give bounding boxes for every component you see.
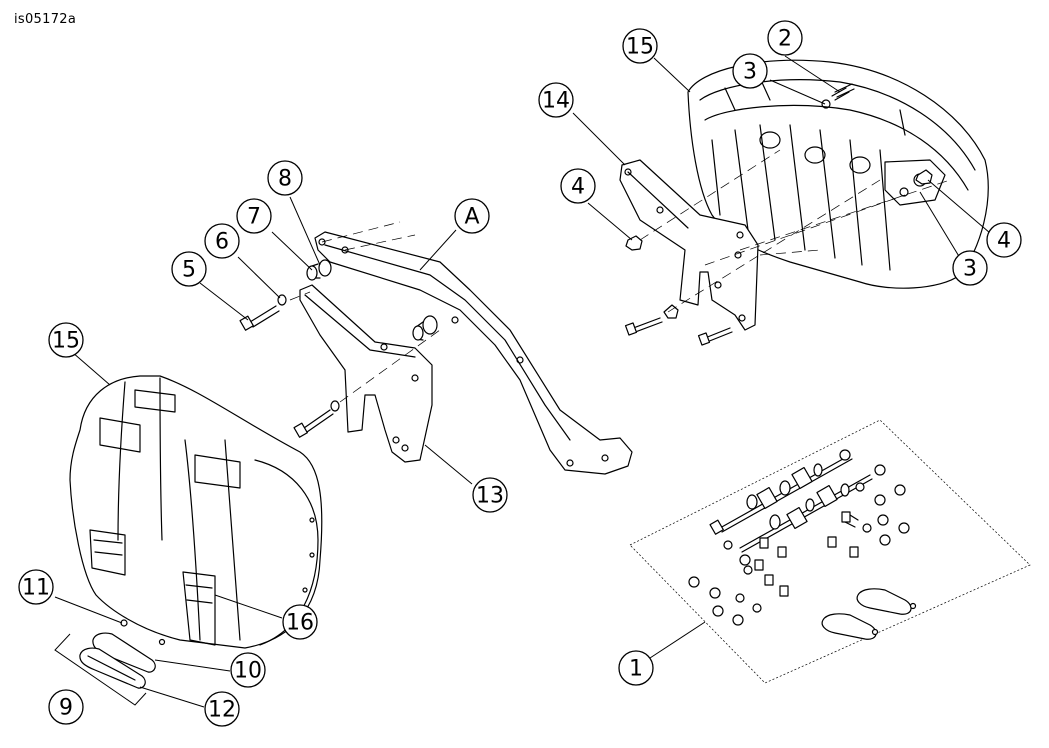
parts-kit-1	[629, 419, 1031, 684]
alignment-lines-left	[289, 221, 441, 403]
svg-text:6: 6	[215, 230, 229, 255]
callout-1: 1	[618, 650, 654, 686]
callout-16: 16	[282, 604, 318, 640]
fasteners-right	[624, 83, 933, 346]
saddlebag-left-view	[69, 375, 323, 649]
svg-text:14: 14	[542, 89, 570, 114]
callout-7: 7	[236, 198, 272, 234]
callout-11: 11	[18, 569, 54, 605]
svg-text:10: 10	[234, 659, 262, 684]
saddlebag-right-view	[687, 59, 989, 289]
svg-text:15: 15	[52, 329, 80, 354]
svg-text:15: 15	[626, 35, 654, 60]
svg-text:A: A	[464, 205, 479, 230]
alignment-lines-right	[639, 149, 951, 313]
bracket-a	[314, 231, 633, 475]
svg-text:13: 13	[476, 484, 504, 509]
svg-text:4: 4	[571, 175, 585, 200]
callout-a: A	[454, 198, 490, 234]
callout-4-right: 4	[986, 222, 1022, 258]
svg-text:2: 2	[778, 27, 792, 52]
callout-5: 5	[171, 251, 207, 287]
svg-text:9: 9	[59, 696, 73, 721]
callout-6: 6	[204, 223, 240, 259]
figure-id-label: is05172a	[14, 12, 77, 27]
svg-text:12: 12	[208, 698, 236, 723]
svg-text:4: 4	[997, 229, 1011, 254]
callout-2: 2	[767, 20, 803, 56]
callout-10: 10	[230, 652, 266, 688]
callout-8: 8	[267, 160, 303, 196]
callout-15-left: 15	[48, 322, 84, 358]
callout-13: 13	[472, 477, 508, 513]
svg-text:1: 1	[629, 657, 643, 682]
leader-lines	[54, 55, 991, 708]
callout-9: 9	[48, 689, 84, 725]
callout-12: 12	[204, 691, 240, 727]
svg-text:7: 7	[247, 205, 261, 230]
callout-3-top: 3	[732, 53, 768, 89]
svg-text:3: 3	[963, 257, 977, 282]
svg-text:5: 5	[182, 258, 196, 283]
svg-text:11: 11	[22, 576, 50, 601]
reflector-assembly	[54, 632, 156, 706]
svg-text:16: 16	[286, 611, 314, 636]
callout-4-left: 4	[560, 168, 596, 204]
svg-text:3: 3	[743, 60, 757, 85]
callout-15-top: 15	[622, 28, 658, 64]
svg-text:8: 8	[278, 167, 292, 192]
bracket-13	[299, 284, 433, 463]
callout-14: 14	[538, 82, 574, 118]
bracket-14	[619, 159, 759, 331]
callout-3-right: 3	[952, 250, 988, 286]
